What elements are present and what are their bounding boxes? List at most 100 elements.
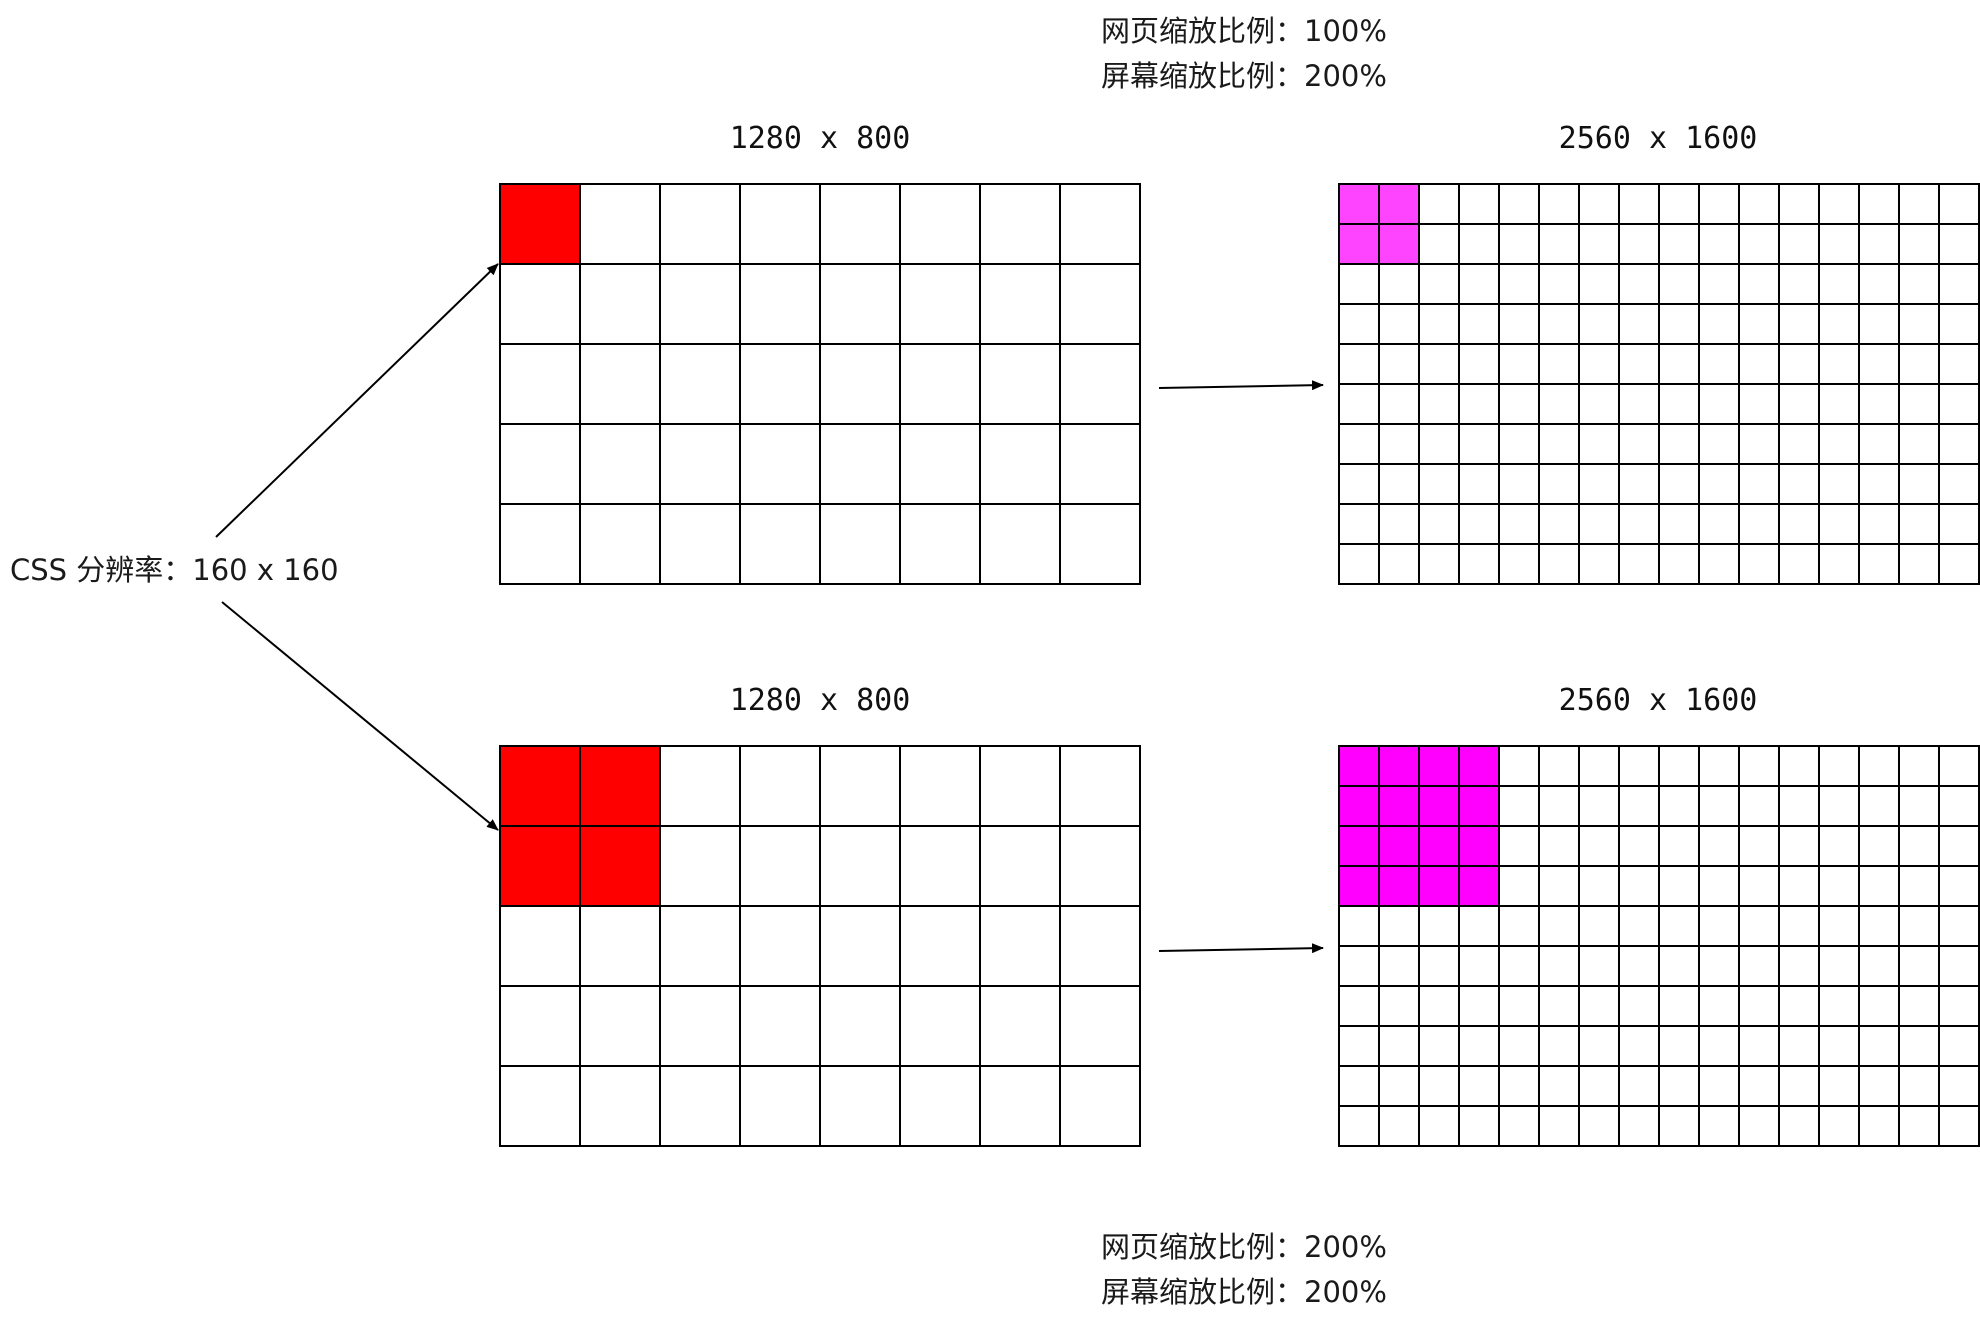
top-device-pixel <box>1498 223 1540 265</box>
bottom-device-pixel <box>1538 1105 1580 1147</box>
bottom-device-pixel <box>1698 745 1740 787</box>
top-device-pixel <box>1418 343 1460 385</box>
bottom-device-pixel <box>1898 745 1940 787</box>
top-device-pixel <box>1618 303 1660 345</box>
bottom-device-pixel <box>1898 865 1940 907</box>
top-css-pixel-grid <box>499 183 1141 585</box>
bottom-device-filled-pixel <box>1418 785 1460 827</box>
top-device-pixel <box>1498 463 1540 505</box>
bottom-device-pixel <box>1858 985 1900 1027</box>
top-device-pixel <box>1658 183 1700 225</box>
bottom-device-pixel <box>1858 1065 1900 1107</box>
bottom-device-pixel <box>1618 865 1660 907</box>
top-device-pixel <box>1498 503 1540 545</box>
bottom-device-filled-pixel <box>1378 785 1420 827</box>
top-device-pixel <box>1378 543 1420 585</box>
top-device-pixel <box>1818 463 1860 505</box>
bottom-device-pixel <box>1858 1025 1900 1067</box>
top-device-pixel <box>1658 343 1700 385</box>
bottom-device-pixel <box>1458 1065 1500 1107</box>
top-device-pixel <box>1778 343 1820 385</box>
top-device-pixel <box>1818 423 1860 465</box>
bottom-css-pixel <box>659 985 741 1067</box>
top-css-pixel <box>899 503 981 585</box>
top-device-pixel <box>1618 463 1660 505</box>
top-device-pixel <box>1538 223 1580 265</box>
bottom-device-pixel <box>1858 945 1900 987</box>
top-device-pixel <box>1618 423 1660 465</box>
bottom-css-pixel <box>979 825 1061 907</box>
bottom-device-pixel <box>1538 1025 1580 1067</box>
bottom-device-pixel <box>1538 865 1580 907</box>
bottom-device-pixel <box>1818 1105 1860 1147</box>
bottom-device-pixel <box>1778 745 1820 787</box>
top-css-pixel <box>819 263 901 345</box>
bottom-device-pixel <box>1738 1105 1780 1147</box>
top-device-pixel <box>1498 383 1540 425</box>
top-device-pixel <box>1938 423 1980 465</box>
arrow-bottom-css-to-device <box>1158 943 1324 954</box>
bottom-css-pixel <box>659 745 741 827</box>
bottom-device-filled-pixel <box>1378 825 1420 867</box>
top-device-pixel <box>1658 383 1700 425</box>
top-device-pixel <box>1938 343 1980 385</box>
bottom-device-pixel <box>1738 865 1780 907</box>
bottom-css-pixel <box>739 985 821 1067</box>
bottom-device-pixel <box>1698 945 1740 987</box>
bottom-device-pixel <box>1618 825 1660 867</box>
top-device-pixel <box>1778 303 1820 345</box>
top-css-pixel <box>579 183 661 265</box>
top-device-pixel <box>1778 383 1820 425</box>
bottom-device-pixel <box>1538 785 1580 827</box>
top-device-pixel <box>1458 183 1500 225</box>
top-device-pixel <box>1658 423 1700 465</box>
top-device-pixel <box>1938 183 1980 225</box>
bottom-device-filled-pixel <box>1338 745 1380 787</box>
top-device-pixel <box>1378 503 1420 545</box>
arrow-top-css-to-device <box>1158 380 1324 391</box>
bottom-css-pixel <box>979 745 1061 827</box>
top-device-pixel <box>1858 383 1900 425</box>
bottom-device-pixel <box>1738 1025 1780 1067</box>
top-device-pixel <box>1338 343 1380 385</box>
bottom-device-pixel <box>1618 1105 1660 1147</box>
bottom-css-pixel <box>1059 745 1141 827</box>
bottom-device-pixel <box>1418 1105 1460 1147</box>
bottom-device-pixel <box>1338 905 1380 947</box>
bottom-device-pixel <box>1738 785 1780 827</box>
top-css-pixel <box>1059 183 1141 265</box>
top-device-pixel <box>1778 183 1820 225</box>
bottom-device-pixel <box>1778 985 1820 1027</box>
top-device-pixel <box>1778 263 1820 305</box>
bottom-device-pixel <box>1578 865 1620 907</box>
top-device-pixel <box>1338 263 1380 305</box>
top-device-pixel <box>1898 303 1940 345</box>
top-caption-line-2: 屏幕缩放比例：200% <box>1101 59 1387 93</box>
top-device-pixel <box>1498 183 1540 225</box>
top-css-pixel <box>1059 263 1141 345</box>
bottom-device-pixel <box>1498 745 1540 787</box>
bottom-device-pixel <box>1938 865 1980 907</box>
bottom-device-pixel <box>1938 1065 1980 1107</box>
top-device-pixel <box>1498 423 1540 465</box>
bottom-device-pixel <box>1458 1105 1500 1147</box>
bottom-device-pixel <box>1938 785 1980 827</box>
bottom-device-pixel <box>1578 1025 1620 1067</box>
top-device-pixel <box>1498 303 1540 345</box>
top-device-pixel <box>1458 423 1500 465</box>
bottom-device-pixel <box>1658 825 1700 867</box>
top-device-pixel <box>1898 503 1940 545</box>
top-device-pixel <box>1418 463 1460 505</box>
top-device-pixel <box>1618 263 1660 305</box>
bottom-device-pixel <box>1698 825 1740 867</box>
top-device-pixel <box>1338 503 1380 545</box>
top-device-pixel <box>1698 303 1740 345</box>
bottom-device-filled-pixel <box>1418 745 1460 787</box>
arrow-to-top-css-grid <box>215 263 499 538</box>
bottom-device-pixel <box>1818 745 1860 787</box>
bottom-device-pixel <box>1658 865 1700 907</box>
top-device-pixel <box>1658 303 1700 345</box>
bottom-device-pixel <box>1738 985 1780 1027</box>
bottom-device-pixel <box>1818 905 1860 947</box>
